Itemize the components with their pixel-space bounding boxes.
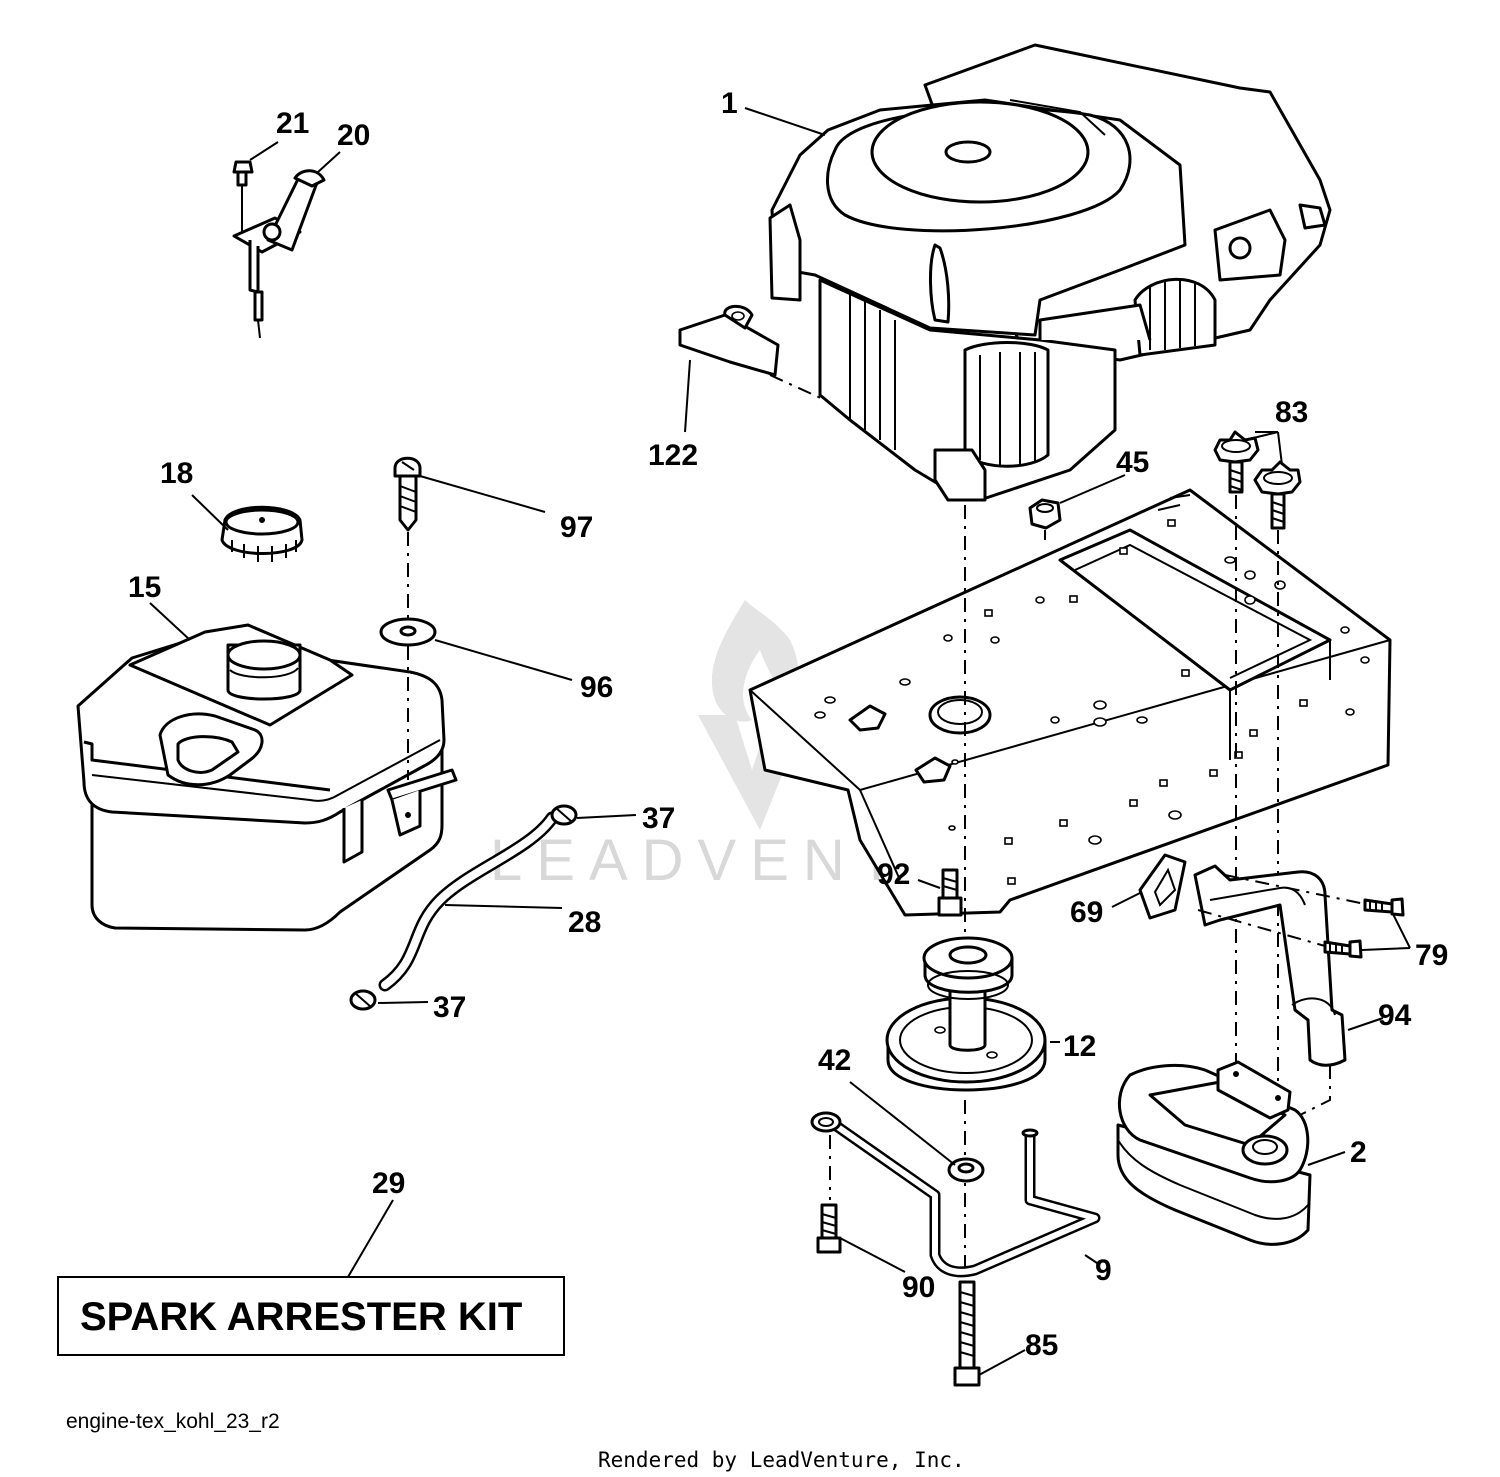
callouts: 1 21 20 18 15 97 96 37 28 37 122 45 83 9… (128, 87, 1448, 1362)
callout-94: 94 (1378, 999, 1412, 1032)
part-85-bolt (953, 1280, 981, 1387)
part-122-bracket (678, 304, 780, 377)
part-37-clamp-upper (550, 804, 578, 826)
part-37-clamp-lower (349, 989, 377, 1011)
part-9-rod (810, 1111, 1101, 1278)
part-15-fuel-tank (76, 623, 458, 932)
callout-18: 18 (160, 457, 193, 490)
part-96-washer (379, 617, 437, 647)
callout-21: 21 (276, 107, 309, 140)
spark-arrester-kit-box: SPARK ARRESTER KIT (57, 1276, 565, 1356)
callout-97: 97 (560, 511, 593, 544)
callout-37-upper: 37 (642, 802, 675, 835)
watermark-flame-icon (711, 600, 799, 725)
frame-holes (814, 519, 1370, 885)
callout-122: 122 (648, 439, 698, 472)
callout-1: 1 (721, 87, 738, 120)
callout-92: 92 (877, 858, 910, 891)
part-97-screw (393, 456, 422, 532)
callout-42: 42 (818, 1044, 851, 1077)
part-1-engine (768, 43, 1332, 502)
callout-20: 20 (337, 119, 370, 152)
part-92-bolt (937, 868, 963, 917)
part-12-pulley (885, 936, 1047, 1092)
callout-9: 9 (1095, 1254, 1112, 1287)
callout-83: 83 (1275, 396, 1308, 429)
part-79-screw-lower (1323, 939, 1363, 959)
part-18-fuel-cap (220, 505, 304, 562)
part-42-washer (947, 1157, 985, 1183)
callout-28: 28 (568, 906, 601, 939)
part-90-bolt (816, 1135, 842, 1254)
callout-96: 96 (580, 671, 613, 704)
callout-79: 79 (1415, 939, 1448, 972)
frame-plate (748, 488, 1392, 917)
assembly-line-94 (1299, 1065, 1331, 1116)
drawing-code: engine-tex_kohl_23_r2 (66, 1410, 280, 1433)
assembly-line-83 (1235, 495, 1279, 1095)
part-28-fuel-line (378, 811, 559, 992)
render-credit: Rendered by LeadVenture, Inc. (598, 1448, 965, 1472)
callout-12: 12 (1063, 1030, 1096, 1063)
kit-label: SPARK ARRESTER KIT (80, 1295, 522, 1339)
part-83-bolt-right (1253, 460, 1302, 530)
callout-29: 29 (372, 1167, 405, 1200)
assembly-line-122 (769, 374, 826, 401)
callout-45: 45 (1116, 446, 1149, 479)
callout-37-lower: 37 (433, 991, 466, 1024)
callout-2: 2 (1350, 1136, 1367, 1169)
callout-15: 15 (128, 571, 161, 604)
callout-90: 90 (902, 1271, 935, 1304)
part-69-gasket (1138, 853, 1187, 920)
part-83-bolt-left (1213, 430, 1260, 494)
callout-69: 69 (1070, 896, 1103, 929)
callout-85: 85 (1025, 1329, 1058, 1362)
part-20-choke-control (232, 160, 326, 339)
assembly-line-79 (1197, 874, 1366, 947)
part-79-screw-upper (1363, 897, 1405, 917)
part-2-muffler (1116, 1060, 1312, 1246)
leader-lines (149, 107, 1411, 1376)
part-45-nut (1028, 498, 1062, 530)
